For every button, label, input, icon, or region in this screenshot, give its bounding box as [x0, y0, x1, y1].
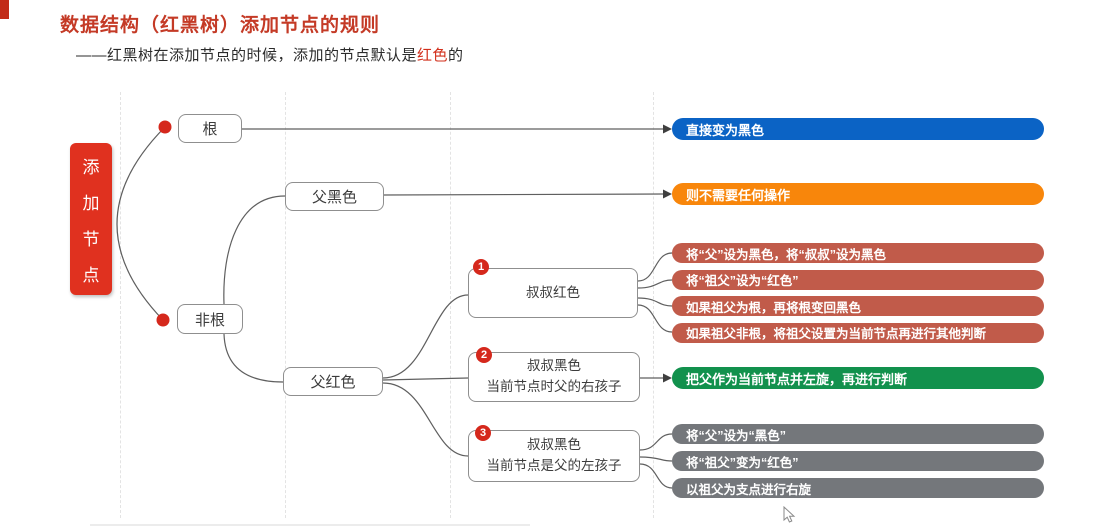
node-case1-uncle-red[interactable]: 叔叔红色: [468, 268, 638, 318]
connector-case1-bar1: [637, 252, 673, 282]
arrowhead-orange: [663, 189, 672, 199]
subtitle-suffix: 的: [448, 47, 464, 64]
result-bar-case3-action-1[interactable]: 将“父”设为“黑色”: [672, 424, 1044, 444]
connector-nonroot-to-parentred: [223, 333, 284, 383]
result-bar-case3-action-3[interactable]: 以祖父为支点进行右旋: [672, 478, 1044, 498]
bottom-edge-line: [90, 524, 530, 526]
branch-dot-nonroot: [156, 313, 170, 327]
connector-case3-bar2: [639, 456, 673, 462]
grid-guideline: [653, 92, 654, 518]
case2-label-line1: 叔叔黑色: [527, 358, 581, 374]
connector-parentblack-to-orange: [383, 193, 664, 196]
connector-parentred-to-case1: [382, 294, 469, 379]
result-bar-case1-action-3[interactable]: 如果祖父为根，再将根变回黑色: [672, 296, 1044, 316]
arrowhead-blue: [663, 124, 672, 134]
connector-nonroot-to-parentblack: [223, 195, 286, 305]
connector-case1-bar3: [637, 297, 673, 307]
page-title: 数据结构（红黑树）添加节点的规则: [60, 15, 381, 36]
arrowhead-green: [663, 373, 672, 383]
connector-parentred-to-case3: [382, 382, 469, 457]
result-bar-case1-action-1[interactable]: 将“父”设为黑色，将“叔叔”设为黑色: [672, 243, 1044, 263]
root-char: 节: [82, 229, 100, 249]
node-nonroot-case[interactable]: 非根: [177, 304, 243, 334]
node-root-case[interactable]: 根: [178, 114, 242, 143]
connector-case1-bar2: [637, 279, 673, 289]
page-subtitle: ——红黑树在添加节点的时候，添加的节点默认是红色的: [76, 44, 464, 65]
case2-number-badge: 2: [476, 347, 492, 363]
connector-case3-bar3: [639, 463, 673, 489]
result-bar-case1-action-4[interactable]: 如果祖父非根，将祖父设置为当前节点再进行其他判断: [672, 322, 1044, 343]
result-bar-case3-action-2[interactable]: 将“祖父”变为“红色”: [672, 451, 1044, 471]
result-bar-case1-action-2[interactable]: 将“祖父”设为“红色”: [672, 269, 1044, 290]
result-bar-case2-action[interactable]: 把父作为当前节点并左旋，再进行判断: [672, 367, 1044, 389]
case1-label: 叔叔红色: [526, 284, 580, 300]
grid-guideline: [450, 92, 451, 518]
result-bar-root-action[interactable]: 直接变为黑色: [672, 118, 1044, 140]
case3-label-line2: 当前节点是父的左孩子: [486, 458, 622, 473]
connector-case3-bar1: [639, 433, 673, 451]
root-char: 添: [82, 157, 100, 177]
subtitle-prefix: ——红黑树在添加节点的时候，添加的节点默认是: [76, 47, 418, 64]
connector-parentred-to-case2: [382, 377, 469, 381]
node-case2-uncle-black-right[interactable]: 叔叔黑色 当前节点时父的右孩子: [468, 352, 640, 402]
result-bar-parent-black-action[interactable]: 则不需要任何操作: [672, 183, 1044, 205]
root-char: 点: [82, 265, 100, 285]
connector-case1-bar4: [637, 304, 673, 333]
case3-number-badge: 3: [475, 425, 491, 441]
node-parent-black[interactable]: 父黑色: [285, 182, 384, 211]
subtitle-highlight: 红色: [417, 47, 449, 64]
mouse-cursor: [783, 506, 796, 523]
connector-root-arc: [116, 126, 166, 321]
node-case3-uncle-black-left[interactable]: 叔叔黑色 当前节点是父的左孩子: [468, 430, 640, 482]
case1-number-badge: 1: [473, 259, 489, 275]
branch-dot-root: [158, 120, 172, 134]
node-parent-red[interactable]: 父红色: [283, 367, 383, 396]
case2-label-line2: 当前节点时父的右孩子: [486, 379, 622, 394]
grid-guideline: [120, 92, 121, 518]
grid-guideline: [285, 92, 286, 518]
mindmap-root-node[interactable]: 添 加 节 点: [70, 143, 112, 295]
root-char: 加: [82, 193, 100, 213]
corner-accent-mark: [0, 0, 9, 19]
case3-label-line1: 叔叔黑色: [527, 437, 581, 453]
